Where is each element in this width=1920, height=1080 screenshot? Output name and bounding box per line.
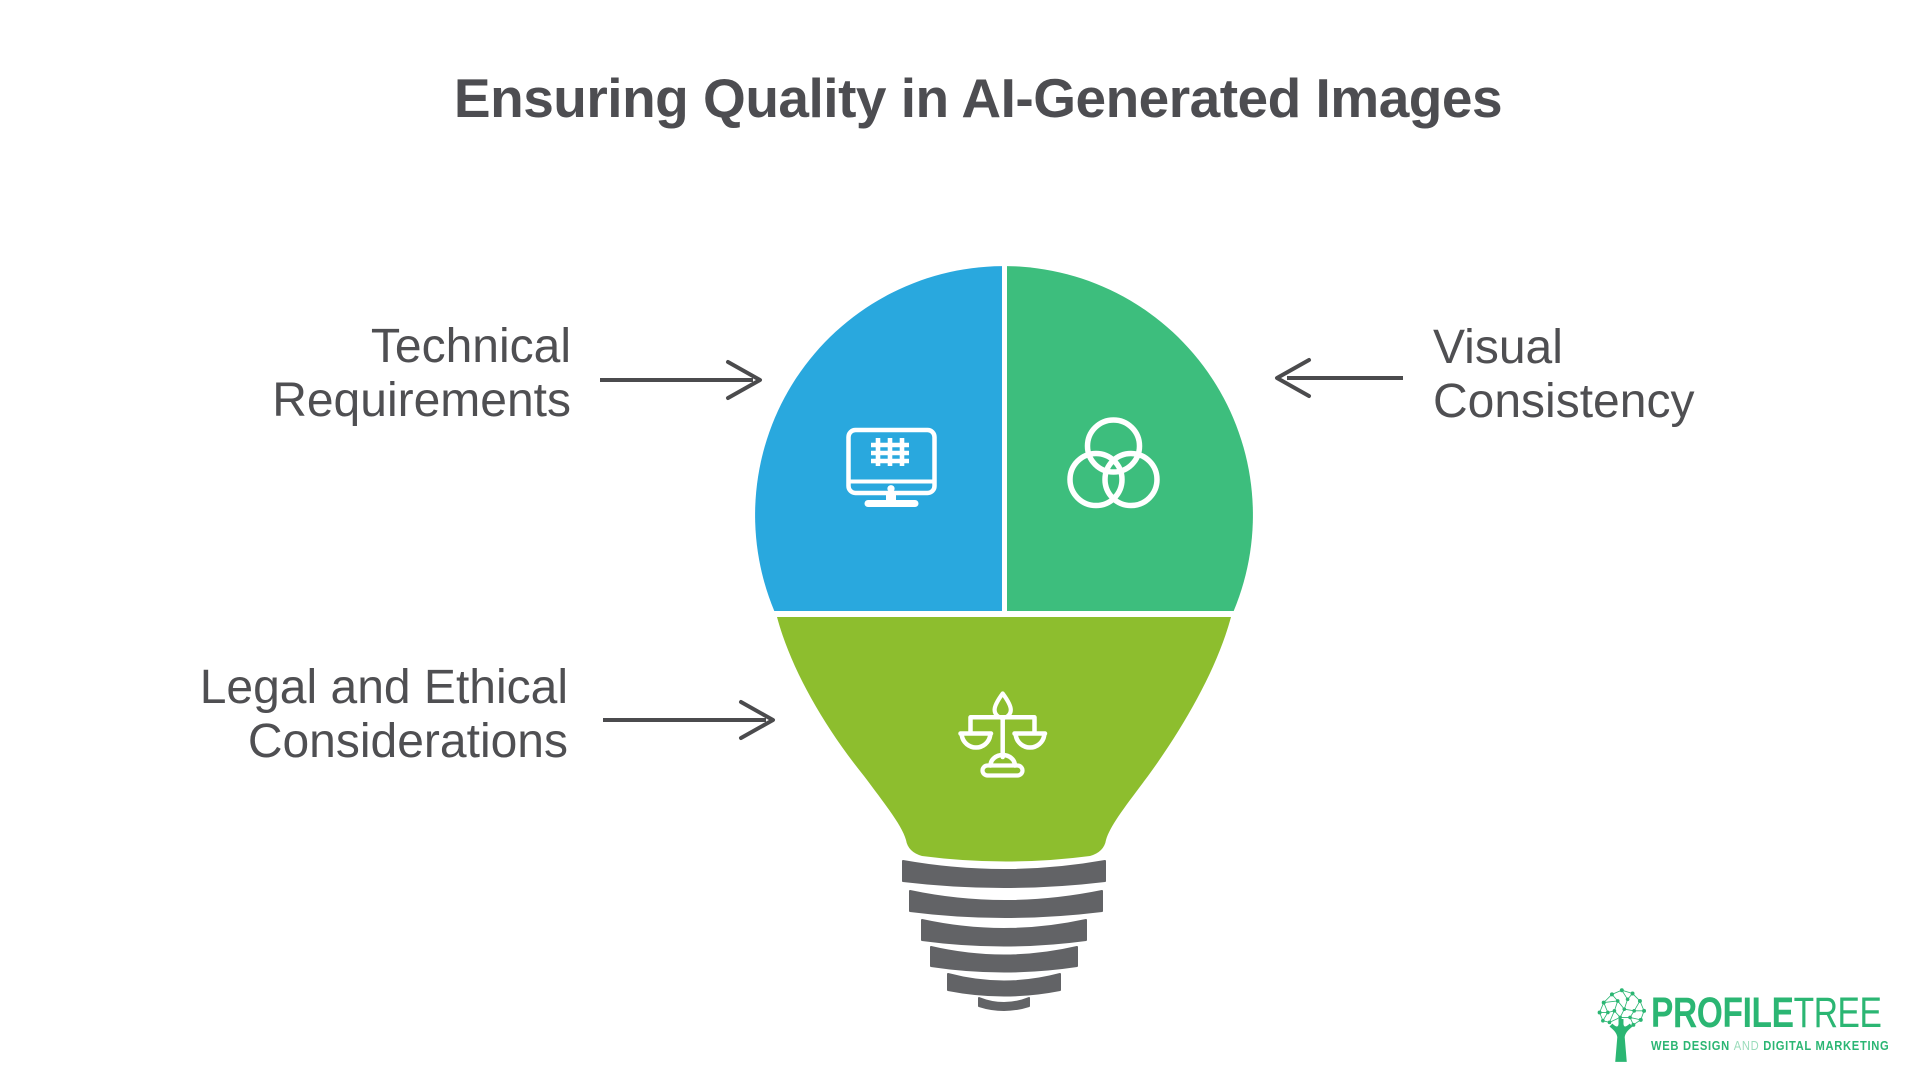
label-technical-requirements: Technical Requirements (272, 320, 571, 428)
brand-name-secondary: TREE (1793, 989, 1882, 1037)
tagline-and: AND (1733, 1038, 1760, 1053)
page-title: Ensuring Quality in AI-Generated Images (453, 67, 1503, 129)
profiletree-tree-icon (1597, 988, 1647, 1062)
label-legal-ethical: Legal and Ethical Considerations (200, 661, 568, 769)
label-legal-line2: Considerations (247, 715, 568, 768)
bulb-screw-base (902, 860, 1106, 1011)
label-legal-line1: Legal and Ethical (199, 661, 568, 714)
arrow-visual (1275, 358, 1403, 398)
brand-tagline: WEB DESIGN AND DIGITAL MARKETING (1651, 1038, 1905, 1053)
segment-visual-consistency (1007, 266, 1253, 611)
label-technical-line1: Technical (370, 320, 571, 373)
arrow-technical (600, 360, 762, 400)
brand-name-primary: PROFILE (1651, 989, 1794, 1037)
label-technical-line2: Requirements (272, 374, 571, 427)
label-visual-line1: Visual (1433, 321, 1563, 374)
color-circles-icon (1067, 417, 1160, 509)
monitor-grid-icon (846, 427, 937, 507)
arrow-legal (603, 700, 775, 740)
tagline-web-design: WEB DESIGN (1651, 1038, 1730, 1053)
label-visual-consistency: Visual Consistency (1433, 321, 1694, 429)
tagline-digital-marketing: DIGITAL MARKETING (1763, 1038, 1890, 1053)
scales-icon (958, 691, 1048, 778)
label-visual-line2: Consistency (1433, 375, 1695, 428)
